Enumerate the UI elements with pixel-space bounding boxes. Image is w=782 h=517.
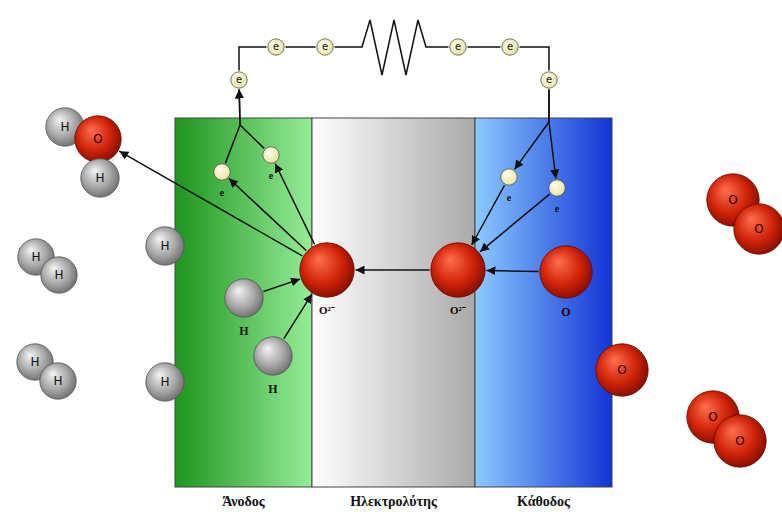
atom-label: H	[53, 375, 62, 387]
atom-label: e	[548, 204, 566, 214]
atom-label: O²⁻	[299, 305, 355, 316]
atom-label: e	[455, 42, 461, 52]
atom-label: H	[31, 251, 40, 263]
flow-arrow	[486, 270, 538, 272]
electron-shape	[500, 168, 518, 186]
atom-label: e	[546, 75, 552, 85]
flow-arrow	[480, 194, 550, 252]
atom-label: H	[95, 172, 104, 184]
atom-label: O	[93, 133, 102, 145]
oxide-ion: O²⁻	[430, 242, 486, 298]
atom-label: e	[213, 188, 231, 198]
atom-label: O	[754, 223, 763, 235]
wire	[239, 47, 267, 71]
oxygen-atom: O	[74, 115, 122, 163]
atom-label: O	[728, 194, 737, 206]
band-label: Ηλεκτρολύτης	[312, 494, 475, 510]
oxygen-atom-shape	[539, 245, 593, 299]
electron: e	[230, 71, 248, 89]
atom-label: O²⁻	[430, 305, 486, 316]
atom-label: O	[539, 306, 593, 318]
hydrogen-atom: H	[39, 362, 77, 400]
electron: e	[449, 38, 467, 56]
atom-label: e	[262, 171, 280, 181]
band-fill	[312, 118, 475, 487]
hydrogen-atom: H	[224, 278, 264, 318]
oxygen-atom: O	[733, 203, 782, 255]
atom-label: O	[735, 435, 744, 447]
electron: e	[501, 38, 519, 56]
atom-label: e	[507, 42, 513, 52]
hydrogen-atom: H	[253, 336, 293, 376]
wire	[335, 20, 449, 75]
electrolyte-band: O²⁻O²⁻Ηλεκτρολύτης	[312, 118, 475, 487]
oxide-ion-shape	[430, 242, 486, 298]
electron-shape	[548, 179, 566, 197]
electron-shape	[262, 146, 280, 164]
flow-arrow	[356, 269, 430, 271]
hydrogen-atom: H	[145, 226, 185, 266]
electron: e	[540, 71, 558, 89]
oxide-ion-shape	[299, 242, 355, 298]
atom-label: O	[617, 364, 626, 376]
atom-label: H	[224, 325, 264, 337]
hydrogen-atom: H	[145, 362, 185, 402]
atom-label: H	[54, 269, 63, 281]
electron: e	[316, 38, 334, 56]
electron: e	[500, 168, 518, 186]
flow-arrow	[263, 279, 300, 291]
flow-arrow	[549, 90, 556, 179]
atom-label: e	[273, 42, 279, 52]
band-fill	[175, 118, 312, 487]
electron-shape	[213, 163, 231, 181]
atom-label: H	[253, 383, 293, 395]
atom-label: H	[30, 356, 39, 368]
flow-arrow	[284, 294, 312, 339]
wire	[468, 46, 501, 48]
atom-label: e	[236, 75, 242, 85]
oxygen-atom: O	[595, 343, 649, 397]
wire	[520, 47, 550, 71]
anode-band: eeHHΆνοδος	[175, 118, 312, 487]
atom-label: e	[322, 42, 328, 52]
oxygen-atom: O	[539, 245, 593, 299]
atom-label: O	[708, 411, 717, 423]
flow-arrow	[225, 89, 240, 163]
electron: e	[267, 38, 285, 56]
hydrogen-atom-shape	[224, 278, 264, 318]
flow-arrow	[229, 178, 306, 250]
hydrogen-atom: H	[80, 158, 120, 198]
flow-arrow	[515, 90, 549, 170]
atom-label: H	[160, 376, 169, 388]
atom-label: H	[60, 121, 69, 133]
atom-label: e	[500, 193, 518, 203]
cathode-band: eeOΚάθοδος	[475, 118, 612, 487]
atom-label: H	[160, 240, 169, 252]
flow-arrow	[239, 89, 264, 148]
wire	[286, 46, 316, 48]
hydrogen-atom: H	[40, 256, 78, 294]
band-label: Άνοδος	[175, 494, 312, 510]
flow-arrow	[275, 164, 314, 245]
oxygen-atom: O	[713, 414, 767, 468]
band-label: Κάθοδος	[475, 494, 612, 510]
band-fill	[475, 118, 612, 487]
electron: e	[213, 163, 231, 181]
electron: e	[548, 179, 566, 197]
hydrogen-atom-shape	[253, 336, 293, 376]
oxide-ion: O²⁻	[299, 242, 355, 298]
electron: e	[262, 146, 280, 164]
